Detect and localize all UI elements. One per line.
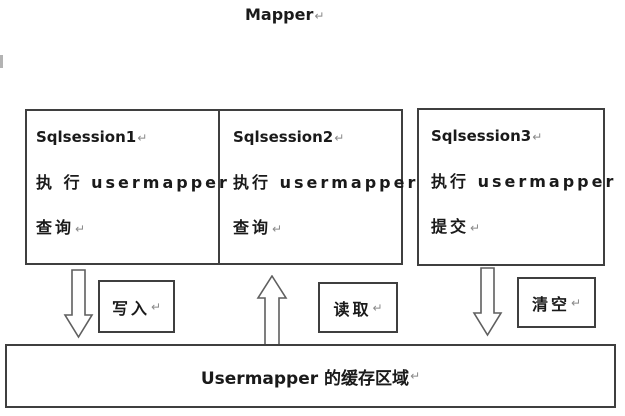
read-label-box[interactable]: 读取↵ [318,282,398,333]
session-verb: 查询↵ [36,218,86,237]
sqlsession2-box[interactable]: Sqlsession2↵ 执行 usermapper 查询↵ [220,111,424,263]
clear-label-box[interactable]: 清空↵ [517,277,596,328]
usermapper-cache-box[interactable]: Usermapper 的缓存区域↵ [5,344,616,408]
left-edge-mark [0,55,3,68]
sqlsession3-box[interactable]: Sqlsession3↵ 执行 usermapper 提交↵ [417,108,617,266]
cache-box-label: Usermapper 的缓存区域 [200,368,410,389]
write-label-box[interactable]: 写入↵ [98,280,175,333]
return-mark: ↵ [570,295,582,310]
diagram-title: Mapper↵ [245,5,324,24]
session-action: 执 行 usermapper [36,173,230,192]
session-group-box[interactable]: Sqlsession1↵ 执 行 usermapper 查询↵ Sqlsessi… [25,109,415,265]
sqlsession1-box[interactable]: Sqlsession1↵ 执 行 usermapper 查询↵ [27,111,230,263]
return-mark: ↵ [137,131,148,145]
return-mark: ↵ [75,222,86,236]
clear-label: 清空 [531,294,570,314]
return-mark: ↵ [532,130,543,144]
session-verb: 提交↵ [431,217,481,236]
return-mark: ↵ [470,221,481,235]
return-mark: ↵ [334,131,345,145]
session-verb: 查询↵ [233,218,283,237]
session-action: 执行 usermapper [233,173,419,192]
diagram-title-text: Mapper [245,5,314,24]
session-name: Sqlsession3↵ [431,127,543,145]
return-mark: ↵ [150,299,162,314]
up-arrow-icon[interactable] [255,275,289,347]
session-action: 执行 usermapper [431,172,617,191]
read-label: 读取 [333,299,372,319]
down-arrow-icon[interactable] [471,267,503,337]
return-mark: ↵ [410,369,421,383]
return-mark: ↵ [372,300,383,315]
return-mark: ↵ [314,9,325,23]
return-mark: ↵ [272,222,283,236]
down-arrow-icon[interactable] [62,269,94,339]
session-name: Sqlsession2↵ [233,128,345,146]
write-label: 写入 [111,298,150,318]
session-name: Sqlsession1↵ [36,128,148,146]
